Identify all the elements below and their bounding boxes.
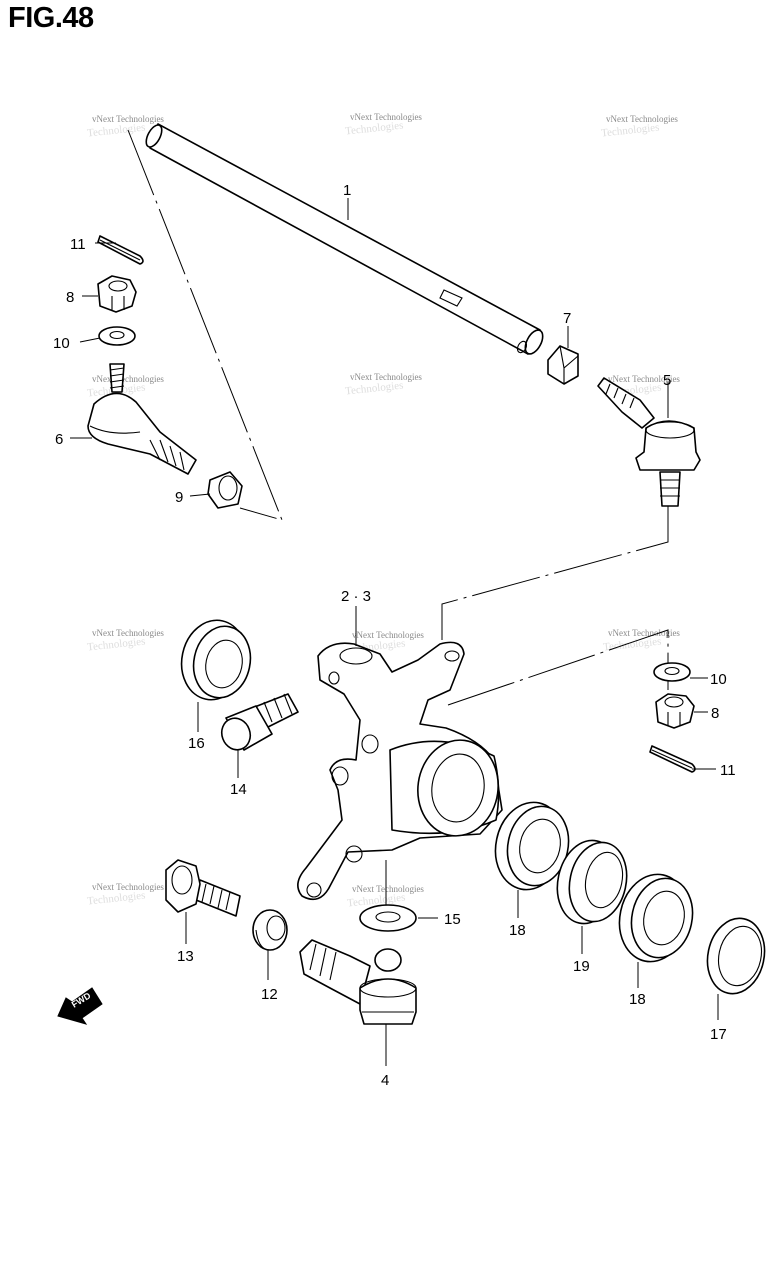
watermark-text: vNext Technologies	[92, 882, 164, 892]
callout-2-3[interactable]: 2 · 3	[341, 588, 371, 605]
part-2-3-steering-knuckle[interactable]	[297, 641, 504, 901]
callout-9[interactable]: 9	[175, 489, 183, 506]
callout-12[interactable]: 12	[261, 986, 278, 1003]
fwd-arrow-icon: FWD	[57, 987, 103, 1025]
svg-text:Technologies: Technologies	[87, 635, 146, 653]
part-7-lock-nut[interactable]	[547, 345, 579, 385]
callout-10-left[interactable]: 10	[53, 335, 70, 352]
part-6-tie-rod-end-left[interactable]	[87, 363, 197, 475]
part-12-washer[interactable]	[252, 909, 288, 951]
part-1-tie-rod[interactable]	[143, 123, 546, 357]
callout-14[interactable]: 14	[230, 781, 247, 798]
part-18-bearing-right[interactable]	[612, 868, 700, 968]
part-13-bolt[interactable]	[165, 859, 241, 917]
part-10-washer-left[interactable]	[98, 326, 136, 346]
part-8-castle-nut-left[interactable]	[97, 275, 137, 313]
callout-5[interactable]: 5	[663, 372, 671, 389]
callout-7[interactable]: 7	[563, 310, 571, 327]
watermark-text: vNext Technologies	[350, 112, 422, 122]
watermark-text: vNext Technologies	[352, 884, 424, 894]
callout-17[interactable]: 17	[710, 1026, 727, 1043]
part-16-oil-seal[interactable]	[174, 614, 256, 706]
callout-18-right[interactable]: 18	[629, 991, 646, 1008]
callout-15[interactable]: 15	[444, 911, 461, 928]
callout-numbers: 1 2 · 3 4 5 6 7 8 8 9 10 10 11 11 12 13 …	[53, 182, 736, 1089]
part-19-spacer[interactable]	[550, 835, 634, 930]
part-9-nut-left[interactable]	[207, 471, 243, 509]
part-17-oil-seal[interactable]	[701, 913, 768, 999]
watermark-text: vNext Technologies	[92, 628, 164, 638]
svg-text:Technologies: Technologies	[603, 635, 662, 653]
svg-text:Technologies: Technologies	[345, 119, 404, 137]
callout-10-right[interactable]: 10	[710, 671, 727, 688]
watermark-text: vNext Technologies	[350, 372, 422, 382]
callout-8-left[interactable]: 8	[66, 289, 74, 306]
callout-18-left[interactable]: 18	[509, 922, 526, 939]
callout-6[interactable]: 6	[55, 431, 63, 448]
part-10-washer-right[interactable]	[653, 662, 691, 682]
callout-19[interactable]: 19	[573, 958, 590, 975]
callout-1[interactable]: 1	[343, 182, 351, 199]
watermark-text: vNext Technologies	[608, 628, 680, 638]
callout-11-left[interactable]: 11	[70, 236, 86, 253]
figure-title: FIG.48	[8, 2, 94, 34]
part-8-castle-nut-right[interactable]	[655, 693, 695, 729]
watermark-text: vNext Technologies	[92, 374, 164, 384]
svg-text:Technologies: Technologies	[345, 379, 404, 397]
watermark-text: vNext Technologies	[92, 114, 164, 124]
part-11-cotter-pin-right[interactable]	[649, 745, 696, 773]
svg-text:Technologies: Technologies	[87, 121, 146, 139]
callout-4[interactable]: 4	[381, 1072, 389, 1089]
part-18-bearing-left[interactable]	[488, 796, 576, 896]
watermark-text: vNext Technologies	[606, 114, 678, 124]
callout-11-right[interactable]: 11	[720, 762, 736, 779]
part-5-tie-rod-end-right[interactable]	[597, 377, 701, 507]
watermark-text: vNext Technologies	[352, 630, 424, 640]
svg-text:Technologies: Technologies	[601, 121, 660, 139]
part-15-washer[interactable]	[359, 904, 417, 932]
svg-text:Technologies: Technologies	[87, 889, 146, 907]
callout-16[interactable]: 16	[188, 735, 205, 752]
part-14-bolt[interactable]	[217, 693, 299, 754]
watermark-text: vNext Technologies	[608, 374, 680, 384]
part-4-ball-joint[interactable]	[299, 939, 417, 1025]
callout-8-right[interactable]: 8	[711, 705, 719, 722]
callout-13[interactable]: 13	[177, 948, 194, 965]
leader-lines	[70, 198, 719, 1066]
part-11-cotter-pin-left[interactable]	[97, 235, 144, 265]
